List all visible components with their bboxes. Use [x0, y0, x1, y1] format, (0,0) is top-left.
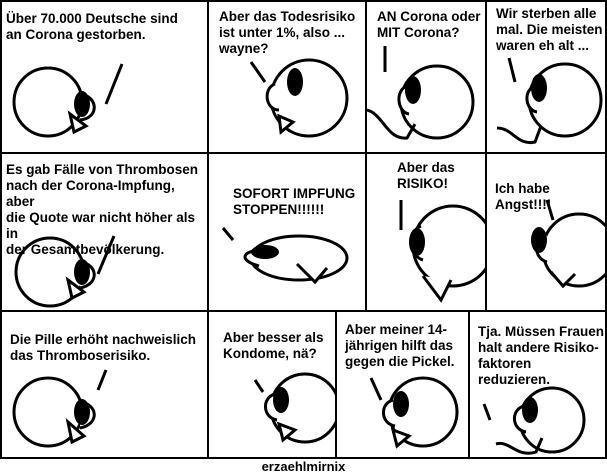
- speech-text: Aber das RISIKO!: [397, 160, 455, 191]
- panel-1-4: Wir sterben alle mal. Die meisten waren …: [485, 0, 607, 154]
- panel-1-2: Aber das Todesrisiko ist unter 1%, also …: [207, 0, 367, 154]
- character-drawing: [496, 57, 603, 145]
- panel-3-3: Aber meiner 14- jährigen hilft das gegen…: [335, 310, 470, 459]
- speech-text: AN Corona oder MIT Corona?: [377, 9, 481, 40]
- character-drawing: [531, 199, 605, 289]
- panel-2-2: SOFORT IMPFUNG STOPPEN!!!!!!: [207, 152, 367, 312]
- character-drawing: [12, 63, 124, 138]
- speech-text: Ich habe Angst!!!!: [495, 181, 552, 212]
- character-drawing: [369, 376, 459, 449]
- speech-text: Tja. Müssen Frauen halt andere Risiko- f…: [478, 324, 605, 387]
- character-drawing: [14, 235, 116, 308]
- character-drawing: [367, 46, 475, 140]
- character-drawing: [399, 200, 485, 303]
- character-drawing: [221, 227, 349, 285]
- speech-text: Aber das Todesrisiko ist unter 1%, also …: [219, 9, 356, 56]
- panel-1-3: AN Corona oder MIT Corona?: [365, 0, 487, 154]
- character-drawing: [482, 386, 586, 455]
- speech-text: SOFORT IMPFUNG STOPPEN!!!!!!: [233, 186, 356, 217]
- character-drawing: [249, 58, 349, 138]
- panel-2-3: Aber das RISIKO!: [365, 152, 487, 312]
- speech-text: Die Pille erhöht nachweislich das Thromb…: [10, 332, 197, 363]
- panel-3-2: Aber besser als Kondome, nä?: [207, 310, 337, 459]
- character-drawing: [12, 369, 108, 448]
- panel-3-1: Die Pille erhöht nachweislich das Thromb…: [0, 310, 209, 459]
- panel-2-1: Es gab Fälle von Thrombosen nach der Cor…: [0, 152, 209, 312]
- speech-text: Es gab Fälle von Thrombosen nach der Cor…: [6, 162, 199, 257]
- speech-text: Aber besser als Kondome, nä?: [223, 330, 324, 361]
- panel-3-4: Tja. Müssen Frauen halt andere Risiko- f…: [468, 310, 607, 459]
- speech-text: Aber meiner 14- jährigen hilft das gegen…: [345, 322, 455, 369]
- panel-1-1: Über 70.000 Deutsche sind an Corona gest…: [0, 0, 209, 154]
- speech-text: Über 70.000 Deutsche sind an Corona gest…: [6, 11, 178, 42]
- author-credit: erzaehlmirnix: [261, 459, 346, 474]
- speech-text: Wir sterben alle mal. Die meisten waren …: [496, 6, 603, 53]
- panel-2-4: Ich habe Angst!!!!: [485, 152, 607, 312]
- character-drawing: [253, 372, 335, 444]
